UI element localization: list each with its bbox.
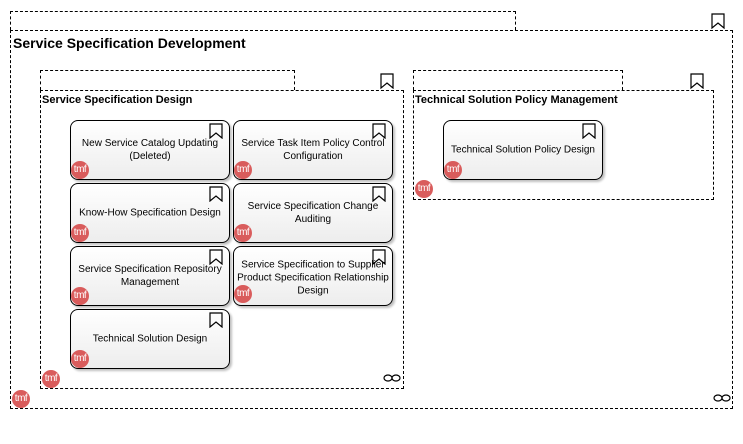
outer-group-title: Service Specification Development <box>13 35 246 51</box>
chain-link-icon <box>383 374 401 382</box>
process-box-service-specification-repository-management[interactable]: Service Specification Repository Managem… <box>70 246 230 306</box>
tmf-badge-icon: tmf <box>71 287 89 305</box>
process-box-label: Know-How Specification Design <box>79 207 221 219</box>
bookmark-icon <box>209 123 223 139</box>
policy-group[interactable]: Technical Solution Policy Management tmf <box>413 73 714 200</box>
chain-link-icon <box>713 394 731 402</box>
process-box-label: Service Specification Repository Managem… <box>78 264 222 288</box>
tmf-badge-icon: tmf <box>444 161 462 179</box>
process-box-label: Technical Solution Policy Design <box>451 144 595 156</box>
tmf-badge-icon: tmf <box>234 285 252 303</box>
tmf-badge-icon: tmf <box>12 390 30 408</box>
tmf-badge-icon: tmf <box>42 370 60 388</box>
tmf-badge-icon: tmf <box>71 161 89 179</box>
tmf-badge-icon: tmf <box>71 224 89 242</box>
bookmark-icon <box>372 186 386 202</box>
design-group-title: Service Specification Design <box>42 94 193 106</box>
tmf-badge-icon: tmf <box>71 350 89 368</box>
design-group-tab <box>40 70 295 90</box>
process-box-technical-solution-design[interactable]: Technical Solution Design tmf <box>70 309 230 369</box>
bookmark-icon <box>209 249 223 265</box>
process-box-service-specification-change-auditing[interactable]: Service Specification Change Auditing tm… <box>233 183 393 243</box>
process-box-label: Service Task Item Policy Control Configu… <box>241 138 385 162</box>
bookmark-icon <box>209 186 223 202</box>
process-box-label: Technical Solution Design <box>92 333 208 345</box>
bookmark-icon <box>582 123 596 139</box>
outer-group-tab <box>10 11 516 30</box>
outer-group[interactable]: Service Specification Development tmf <box>10 13 733 409</box>
process-box-new-service-catalog-updating[interactable]: New Service Catalog Updating (Deleted) t… <box>70 120 230 180</box>
process-box-supplier-product-specification-relationship[interactable]: Service Specification to Supplier Produc… <box>233 246 393 306</box>
design-group[interactable]: Service Specification Design tmf <box>40 73 404 389</box>
tmf-badge-icon: tmf <box>234 224 252 242</box>
bookmark-icon <box>711 13 725 29</box>
tmf-badge-icon: tmf <box>415 180 433 198</box>
bookmark-icon <box>372 249 386 265</box>
policy-group-title: Technical Solution Policy Management <box>415 94 618 106</box>
bookmark-icon <box>380 73 394 89</box>
tmf-badge-icon: tmf <box>234 161 252 179</box>
policy-group-tab <box>413 70 623 90</box>
process-box-label: New Service Catalog Updating (Deleted) <box>81 138 219 162</box>
bookmark-icon <box>690 73 704 89</box>
process-box-label: Service Specification to Supplier Produc… <box>237 259 389 297</box>
process-box-know-how-specification-design[interactable]: Know-How Specification Design tmf <box>70 183 230 243</box>
process-box-label: Service Specification Change Auditing <box>247 201 379 225</box>
process-box-technical-solution-policy-design[interactable]: Technical Solution Policy Design tmf <box>443 120 603 180</box>
process-box-service-task-item-policy-control[interactable]: Service Task Item Policy Control Configu… <box>233 120 393 180</box>
bookmark-icon <box>372 123 386 139</box>
bookmark-icon <box>209 312 223 328</box>
